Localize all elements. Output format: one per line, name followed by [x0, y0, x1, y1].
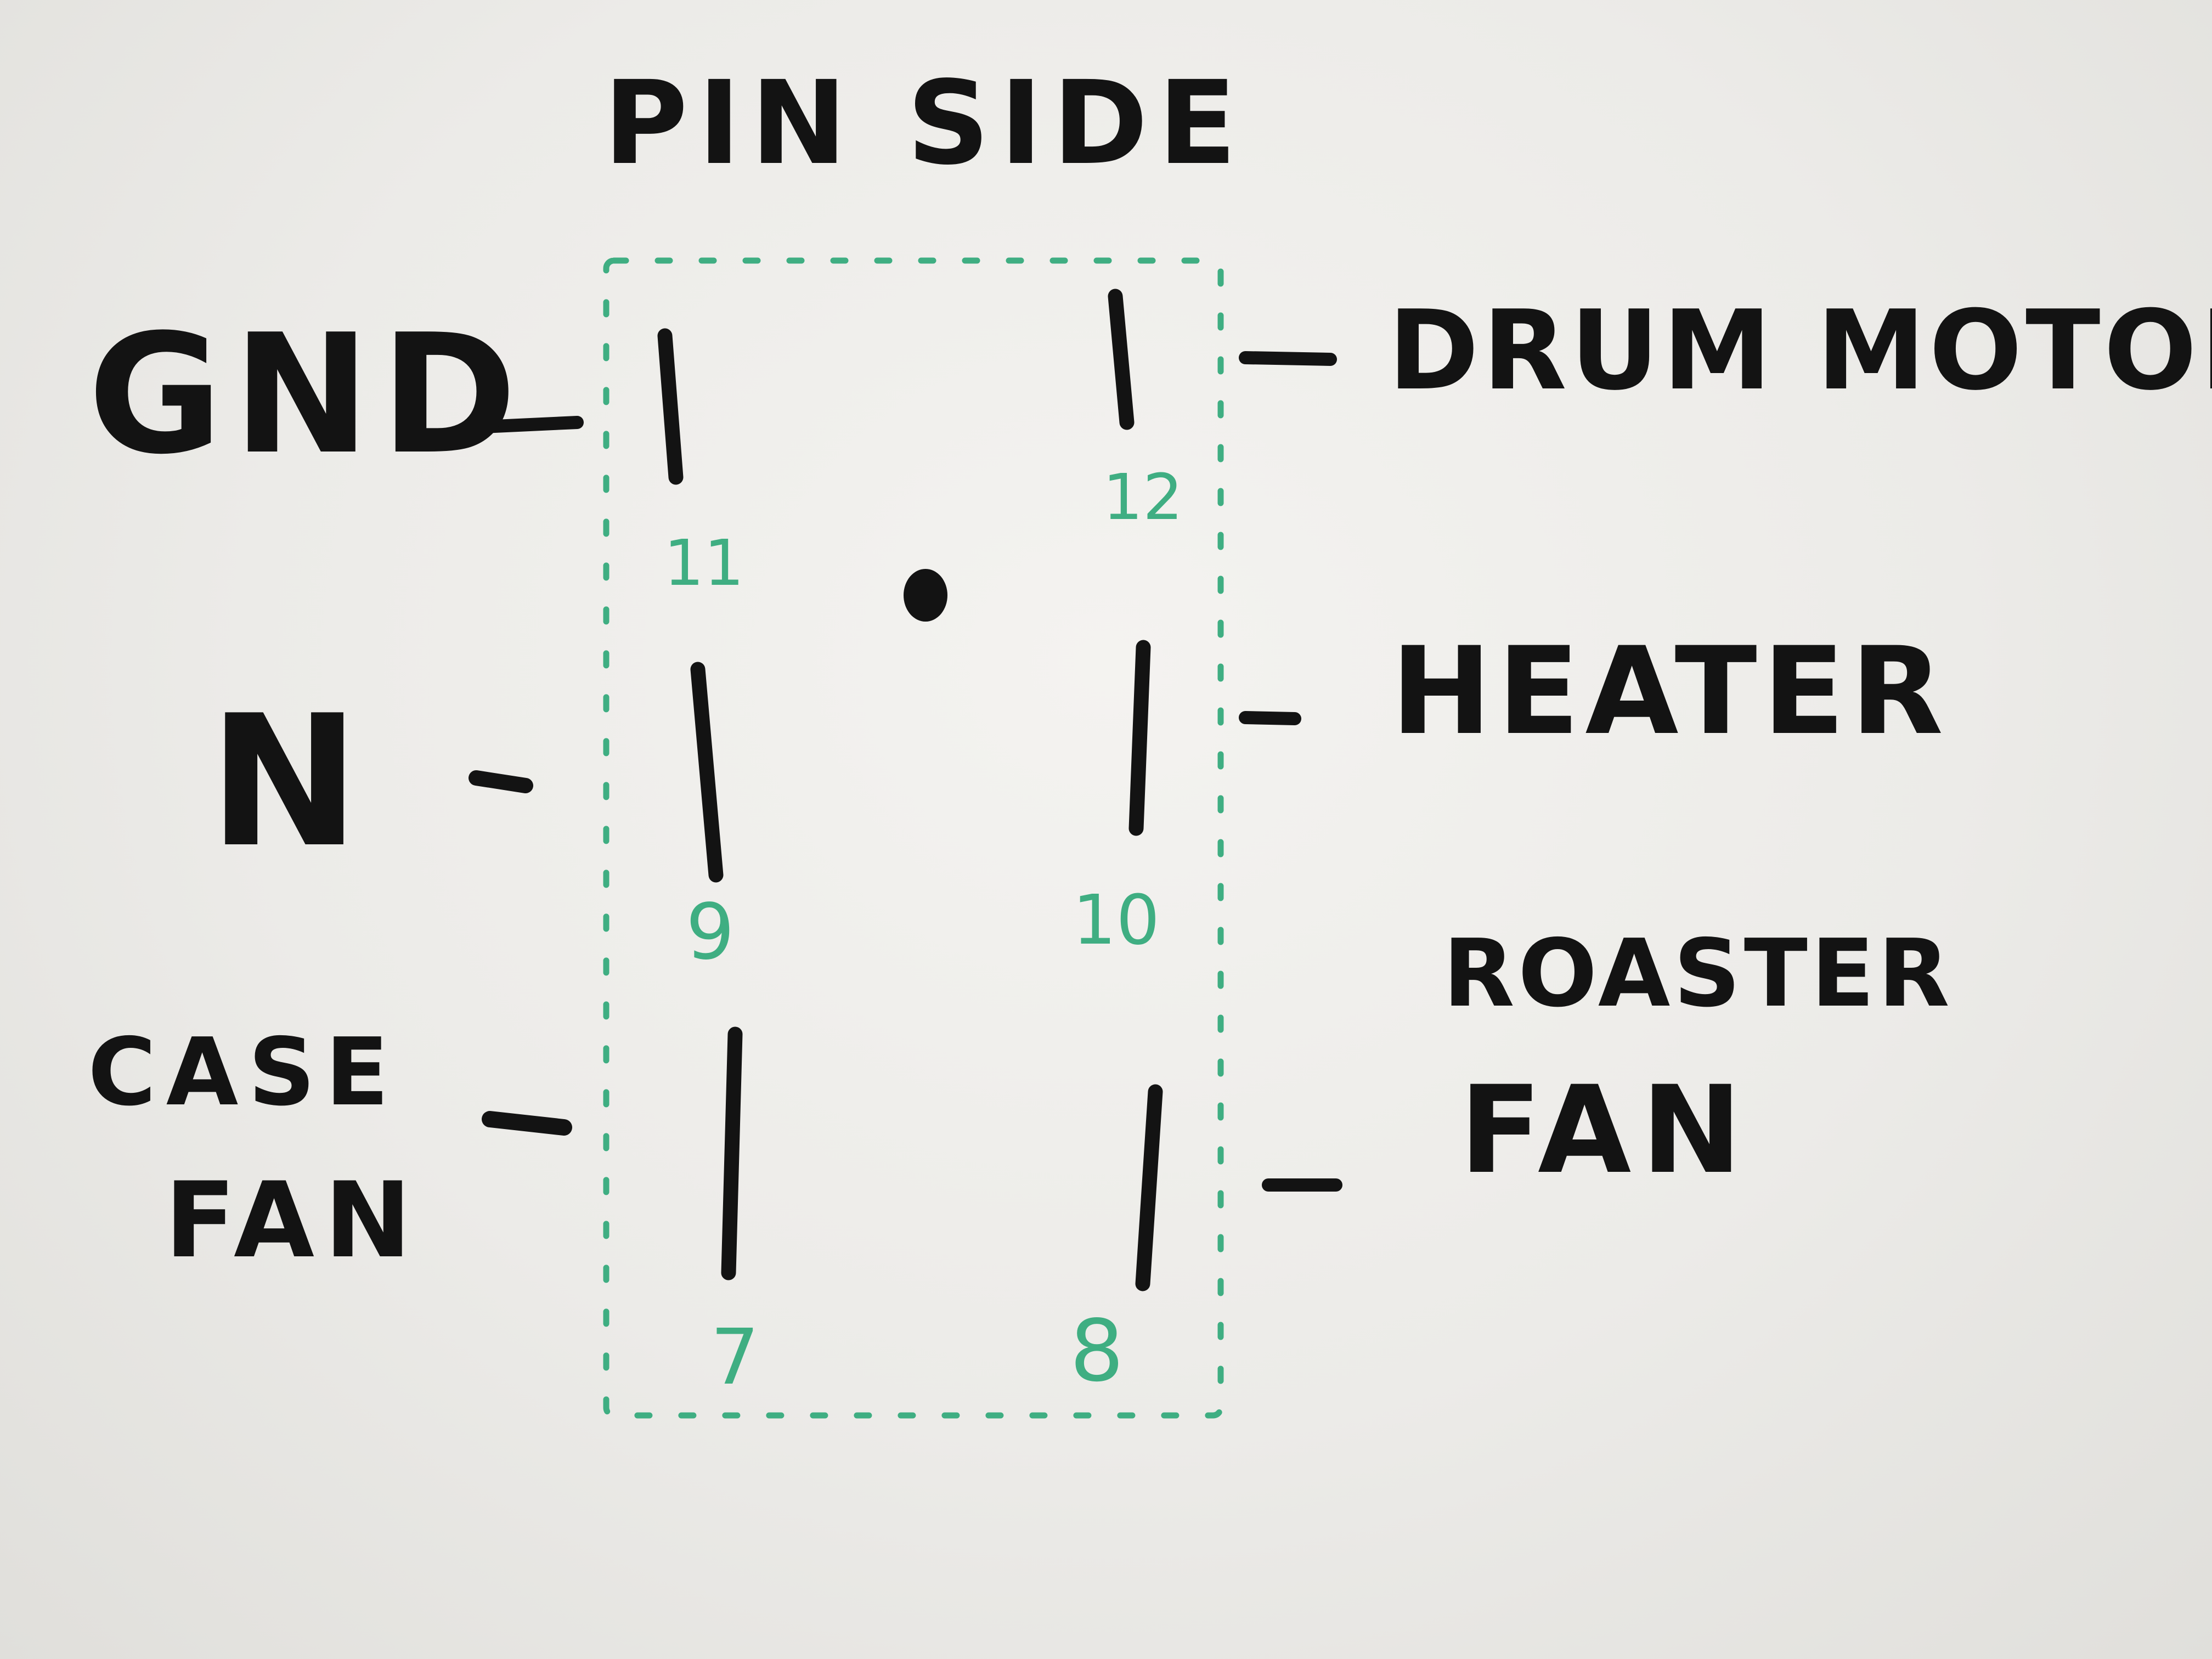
label-heater: HEATER	[1391, 621, 1949, 761]
dash-drum-motor	[1239, 351, 1337, 366]
pin-11	[657, 328, 684, 485]
pin-number-8: 8	[1070, 1301, 1124, 1401]
pin-8	[1135, 1084, 1163, 1291]
label-case-fan-line2: FAN	[165, 1160, 422, 1281]
pin-7	[721, 1026, 743, 1280]
connector-outline	[603, 257, 1224, 1419]
pin-number-9: 9	[686, 888, 735, 977]
label-n: N	[208, 676, 370, 887]
label-case-fan-line1: CASE	[88, 1018, 399, 1127]
label-gnd: GND	[88, 299, 527, 490]
dash-n	[469, 770, 533, 793]
pin-9	[690, 662, 724, 883]
pin-number-11: 11	[664, 527, 744, 600]
diagram-title: PIN SIDE	[603, 56, 1247, 190]
dash-gnd	[476, 416, 584, 433]
pin-10	[1128, 640, 1151, 836]
label-drum-motor: DRUM MOTOR	[1388, 287, 2212, 415]
pin-number-7: 7	[710, 1313, 760, 1402]
pin-number-12: 12	[1103, 461, 1183, 534]
label-roaster-fan-line2: FAN	[1459, 1060, 1752, 1200]
pin-12	[1108, 289, 1135, 430]
pin-number-10: 10	[1073, 881, 1160, 960]
dash-case-fan	[482, 1111, 572, 1136]
dash-heater	[1239, 711, 1301, 725]
label-roaster-fan-line1: ROASTER	[1443, 919, 1953, 1028]
key-dot	[904, 569, 947, 622]
